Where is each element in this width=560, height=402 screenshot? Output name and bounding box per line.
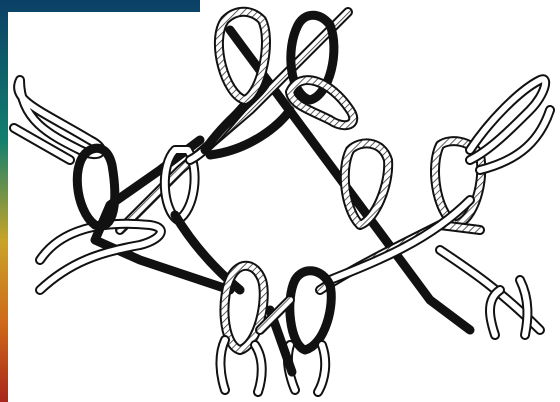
bottom-left-hatched-loop [224, 266, 263, 350]
bottom-tail-1 [220, 340, 225, 390]
right-tail-lower-white [490, 290, 500, 335]
bottom-tail-4 [318, 345, 325, 392]
bottom-right-black-loop [290, 271, 331, 350]
left-black-loop [77, 148, 114, 226]
top-left-hatched-loop [219, 12, 266, 100]
right-upper-white-loop [470, 79, 545, 160]
bottom-tail-2 [255, 345, 262, 392]
